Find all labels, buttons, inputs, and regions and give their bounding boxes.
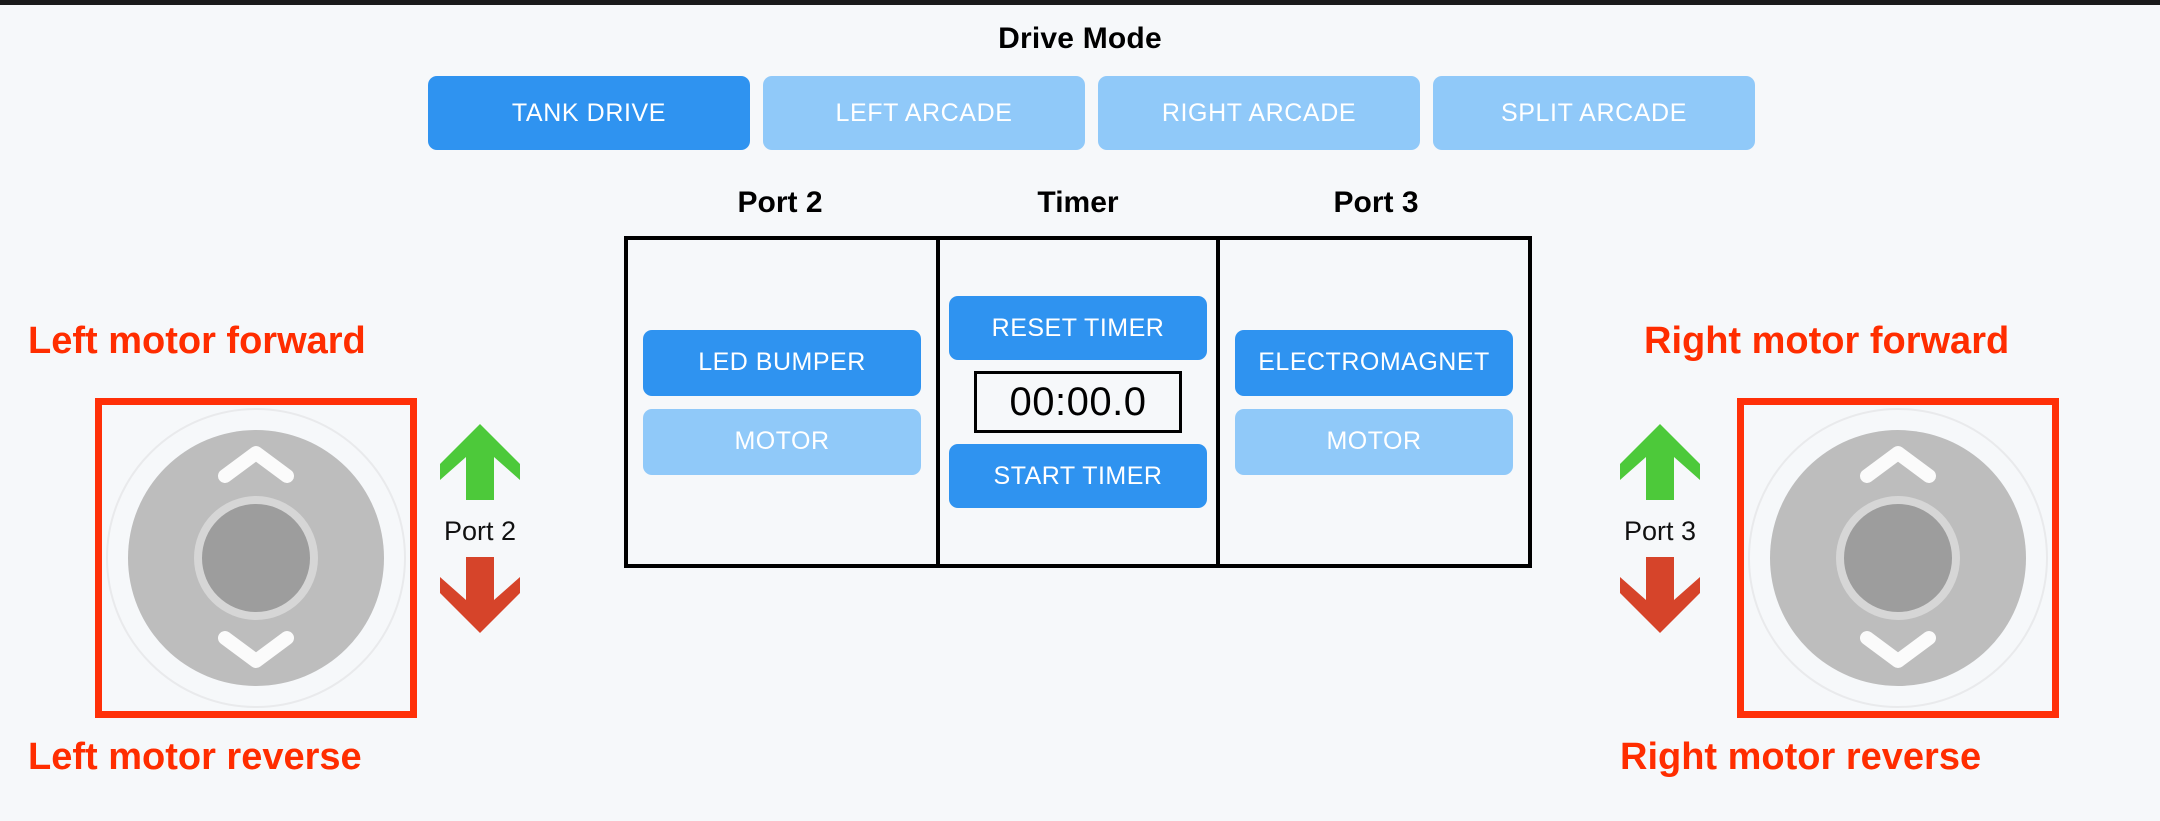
joystick-knob[interactable]	[202, 504, 310, 612]
drive-mode-split-arcade-button[interactable]: SPLIT ARCADE	[1433, 76, 1755, 150]
joystick-knob[interactable]	[1844, 504, 1952, 612]
port2-motor-button[interactable]: MOTOR	[643, 408, 921, 475]
timer-column: RESET TIMER 00:00.0 START TIMER	[936, 240, 1220, 564]
annotation-right-motor-forward: Right motor forward	[1644, 320, 2010, 362]
drive-mode-left-arcade-button[interactable]: LEFT ARCADE	[763, 76, 1085, 150]
drive-mode-tank-drive-button[interactable]: TANK DRIVE	[428, 76, 750, 150]
arrow-up-icon	[438, 422, 522, 502]
panel-header-port3: Port 3	[1333, 186, 1419, 219]
panel-header-timer: Timer	[1037, 186, 1119, 219]
port3-label: Port 3	[1623, 516, 1697, 546]
panel-header-port2: Port 2	[737, 186, 823, 219]
timer-display: 00:00.0	[974, 371, 1182, 433]
arrow-down-icon	[1618, 555, 1702, 635]
port2-direction-group: Port 2	[420, 422, 540, 635]
left-joystick[interactable]	[106, 408, 406, 708]
arrow-down-icon	[438, 555, 522, 635]
right-joystick[interactable]	[1748, 408, 2048, 708]
panel-header-row: Port 2 Timer Port 3	[624, 186, 1532, 220]
port3-electromagnet-button[interactable]: ELECTROMAGNET	[1235, 329, 1513, 396]
joystick-outer-ring	[1748, 408, 2048, 708]
right-joystick-highlight-box	[1737, 398, 2059, 718]
chevron-down-icon[interactable]	[1859, 630, 1937, 670]
annotation-left-motor-reverse: Left motor reverse	[28, 736, 362, 778]
port2-label: Port 2	[443, 516, 517, 546]
control-panel: LED BUMPER MOTOR RESET TIMER 00:00.0 STA…	[624, 236, 1532, 568]
joystick-outer-ring	[106, 408, 406, 708]
port2-column: LED BUMPER MOTOR	[628, 240, 936, 564]
port3-direction-group: Port 3	[1600, 422, 1720, 635]
drive-mode-button-group: TANK DRIVE LEFT ARCADE RIGHT ARCADE SPLI…	[428, 76, 1755, 150]
port3-column: ELECTROMAGNET MOTOR	[1220, 240, 1528, 564]
port3-motor-button[interactable]: MOTOR	[1235, 408, 1513, 475]
chevron-down-icon[interactable]	[217, 630, 295, 670]
chevron-up-icon[interactable]	[217, 444, 295, 484]
port2-led-bumper-button[interactable]: LED BUMPER	[643, 329, 921, 396]
reset-timer-button[interactable]: RESET TIMER	[949, 296, 1207, 360]
annotation-right-motor-reverse: Right motor reverse	[1620, 736, 1982, 778]
window-titlebar	[0, 0, 2160, 5]
start-timer-button[interactable]: START TIMER	[949, 444, 1207, 508]
arrow-up-icon	[1618, 422, 1702, 502]
drive-mode-title: Drive Mode	[998, 22, 1162, 55]
chevron-up-icon[interactable]	[1859, 444, 1937, 484]
annotation-left-motor-forward: Left motor forward	[28, 320, 366, 362]
drive-mode-right-arcade-button[interactable]: RIGHT ARCADE	[1098, 76, 1420, 150]
left-joystick-highlight-box	[95, 398, 417, 718]
